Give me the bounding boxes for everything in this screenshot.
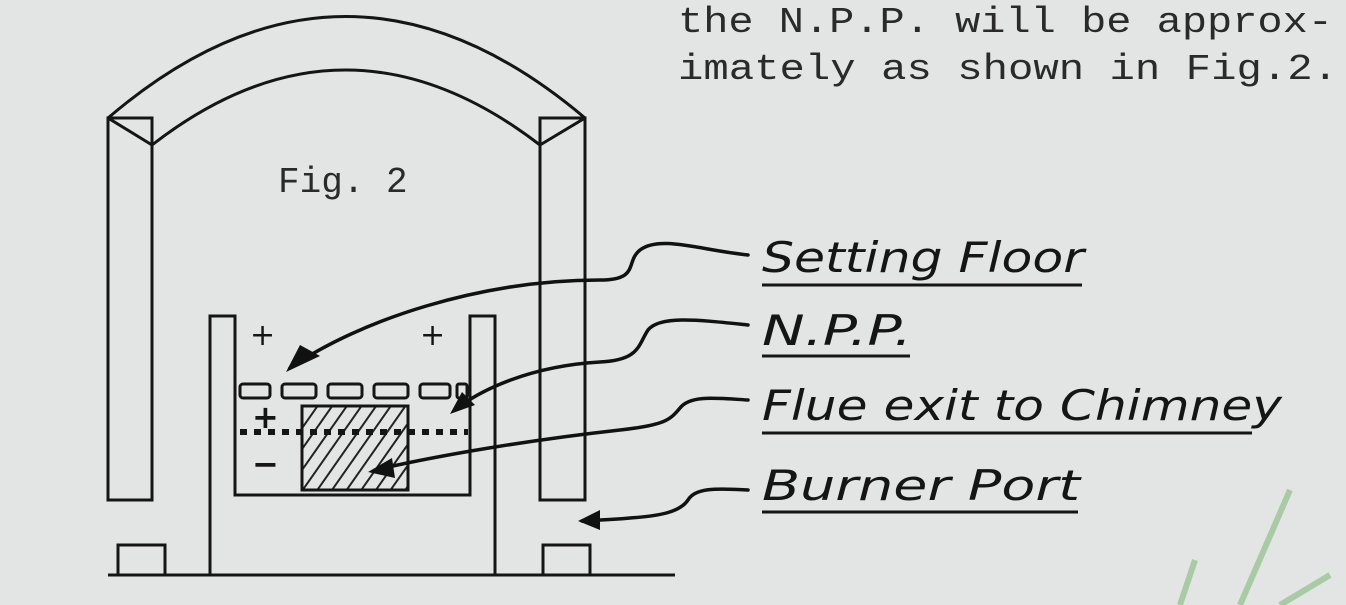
plus-sign: + xyxy=(250,318,275,353)
body-text-line-1: the N.P.P. will be approx- xyxy=(678,2,1333,43)
inner-chamber xyxy=(208,314,497,575)
svg-text:Burner Port: Burner Port xyxy=(762,461,1082,510)
svg-text:N.P.P.: N.P.P. xyxy=(762,306,912,355)
plus-sign: + xyxy=(420,318,445,353)
arrow-head-icon xyxy=(286,345,320,372)
setting-floor-bricks xyxy=(238,382,469,400)
ware-block xyxy=(300,404,410,492)
leader-lines xyxy=(286,241,750,530)
kiln-outer-structure xyxy=(106,15,675,577)
minus-sign: − xyxy=(252,445,279,483)
label-npp: N.P.P. xyxy=(762,306,912,358)
label-burner-port: Burner Port xyxy=(762,461,1082,514)
arrow-head-icon xyxy=(450,392,475,414)
label-setting-floor: Setting Floor xyxy=(762,233,1087,287)
label-flue-exit: Flue exit to Chimney xyxy=(762,381,1283,435)
arrow-head-icon xyxy=(578,510,600,530)
body-text-line-2: imately as shown in Fig.2. xyxy=(678,49,1338,90)
svg-text:Flue exit to Chimney: Flue exit to Chimney xyxy=(762,381,1283,430)
arrow-head-icon xyxy=(368,458,395,478)
svg-text:Setting Floor: Setting Floor xyxy=(762,233,1087,282)
plus-sign: + xyxy=(252,398,279,436)
figure-title: Fig. 2 xyxy=(278,162,408,203)
green-marks xyxy=(1177,488,1332,605)
